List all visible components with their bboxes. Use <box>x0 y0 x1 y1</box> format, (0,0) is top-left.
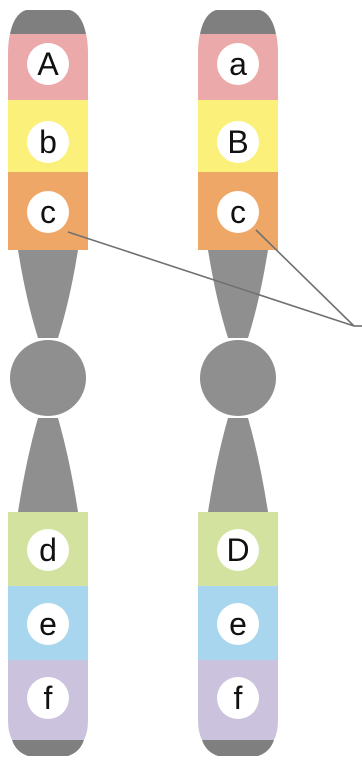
gene-label-circle <box>217 43 259 85</box>
centromere <box>10 340 86 416</box>
gene-label: b <box>39 124 57 160</box>
upper-arm <box>18 250 78 338</box>
gene-label: e <box>39 606 57 642</box>
gene-label-circle <box>27 529 69 571</box>
gene-label: c <box>230 194 246 230</box>
upper-arm <box>208 250 268 338</box>
pointer-line <box>255 229 355 327</box>
gene-label-circle <box>27 603 69 645</box>
gene-label: f <box>44 680 53 716</box>
gene-pointer-lines <box>67 229 362 327</box>
gene-label-circle <box>217 603 259 645</box>
top-telomere <box>10 10 86 34</box>
gene-label: f <box>234 680 243 716</box>
lower-arm <box>18 418 78 512</box>
gene-label: a <box>229 46 247 82</box>
gene-label: d <box>39 532 57 568</box>
gene-label: e <box>229 606 247 642</box>
gene-label-circle <box>27 677 69 719</box>
gene-label-circle <box>27 121 69 163</box>
bottom-telomere <box>202 740 274 756</box>
left-chromosome: Abc d e f <box>8 10 88 756</box>
gene-label: D <box>226 532 249 568</box>
gene-label-circle <box>27 43 69 85</box>
pointer-line <box>67 231 355 327</box>
bottom-telomere <box>12 740 84 756</box>
gene-label-circle <box>217 121 259 163</box>
gene-label-circle <box>217 529 259 571</box>
centromere <box>200 340 276 416</box>
gene-label: c <box>40 194 56 230</box>
top-telomere <box>200 10 276 34</box>
gene-label: B <box>227 124 248 160</box>
gene-label-circle <box>217 677 259 719</box>
lower-arm <box>208 418 268 512</box>
gene-label-circle <box>217 191 259 233</box>
gene-label-circle <box>27 191 69 233</box>
gene-label: A <box>37 46 59 82</box>
